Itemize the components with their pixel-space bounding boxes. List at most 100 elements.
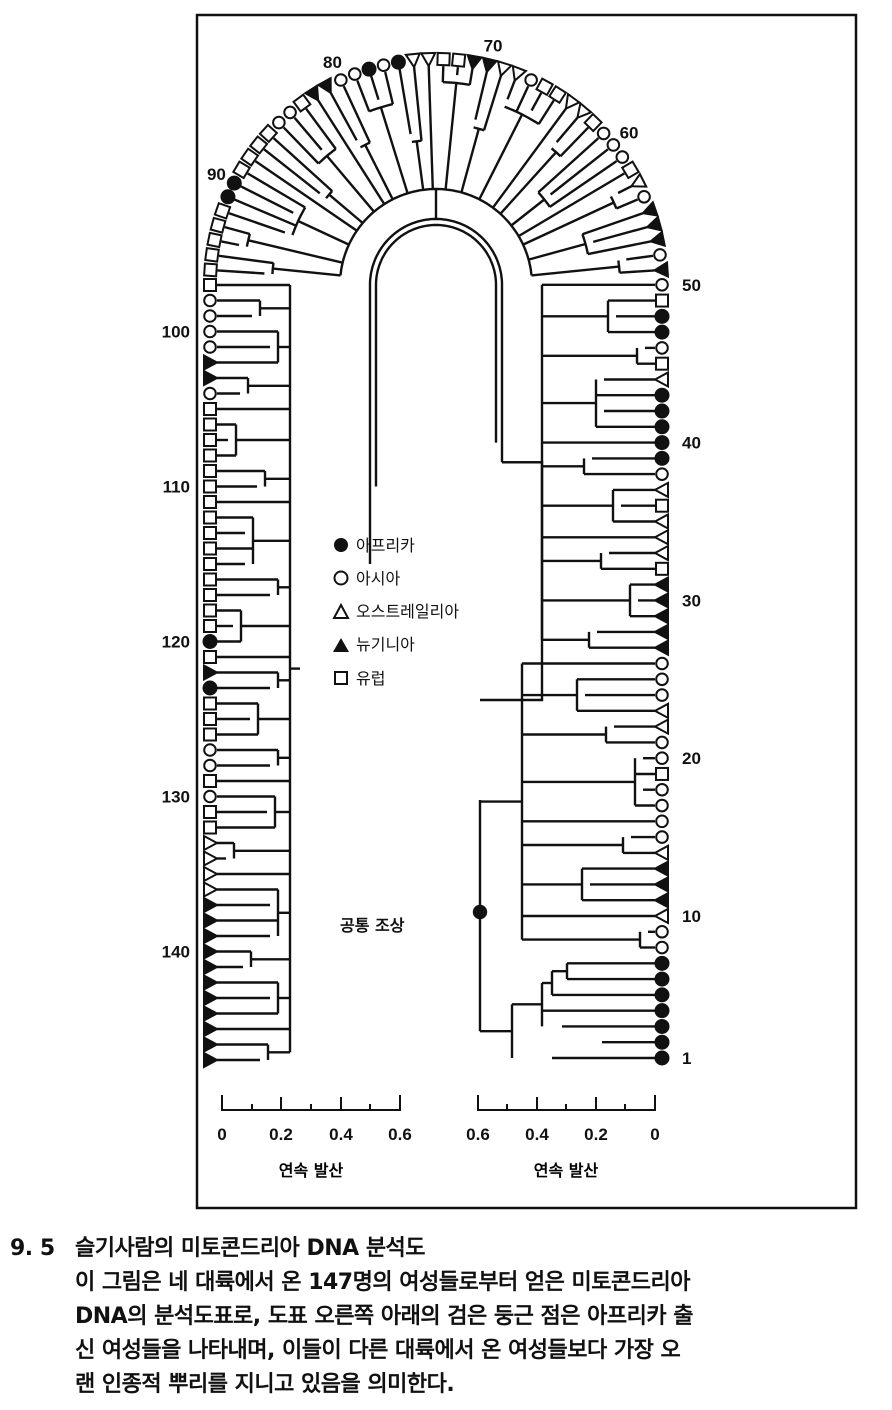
new-guinea-leaf-marker xyxy=(203,942,220,961)
branch xyxy=(263,148,321,195)
asia-leaf-marker xyxy=(606,138,621,152)
asia-leaf-marker xyxy=(203,324,217,339)
branch xyxy=(224,225,251,236)
asia-leaf-marker xyxy=(334,73,348,87)
branch xyxy=(282,126,320,165)
branch xyxy=(617,185,633,195)
right-axis-title: 연속 발산 xyxy=(534,1161,599,1180)
new-guinea-leaf-marker xyxy=(203,1051,220,1069)
branch xyxy=(480,461,544,702)
branch xyxy=(415,141,425,191)
europe-leaf-marker xyxy=(203,448,217,463)
new-guinea-leaf-marker xyxy=(652,575,669,594)
branch xyxy=(379,107,409,194)
australia-leaf-marker xyxy=(652,717,669,736)
left-axis xyxy=(221,1095,401,1111)
new-guinea-leaf-marker xyxy=(203,663,220,682)
europe-leaf-marker xyxy=(204,247,220,263)
legend-new-guinea-label: 뉴기니아 xyxy=(356,635,415,654)
leaf-number-label: 80 xyxy=(323,53,342,72)
branch xyxy=(297,219,350,246)
asia-leaf-marker xyxy=(655,672,669,687)
europe-leaf-marker xyxy=(231,160,252,180)
europe-leaf-marker xyxy=(203,603,217,618)
new-guinea-leaf-marker xyxy=(466,53,484,72)
leaf-number-label: 120 xyxy=(162,633,190,652)
africa-leaf-marker xyxy=(654,1050,670,1066)
new-guinea-leaf-marker xyxy=(652,891,669,909)
europe-leaf-marker xyxy=(203,712,217,726)
asia-leaf-marker xyxy=(203,309,217,323)
branch xyxy=(228,212,286,234)
africa-leaf-marker xyxy=(654,1003,670,1019)
branch xyxy=(528,242,586,261)
right-axis-tick-label: 0.2 xyxy=(584,1125,608,1144)
branch xyxy=(293,117,323,151)
europe-leaf-marker xyxy=(203,278,217,292)
branch xyxy=(239,185,294,214)
new-guinea-leaf-marker xyxy=(648,230,667,248)
left-axis-tick-label: 0.2 xyxy=(269,1125,293,1144)
legend-asia-label: 아시아 xyxy=(356,569,400,588)
australia-leaf-marker xyxy=(629,172,648,188)
leaf-number-label: 50 xyxy=(682,276,701,295)
legend-africa-label: 아프리카 xyxy=(356,536,415,555)
branch xyxy=(531,265,620,277)
europe-leaf-marker xyxy=(203,526,217,540)
new-guinea-leaf-marker xyxy=(316,76,332,95)
asia-leaf-marker xyxy=(524,73,538,87)
figure-frame xyxy=(195,13,858,1210)
australia-leaf-marker xyxy=(203,880,220,899)
legend-australia-icon xyxy=(332,602,350,619)
common-ancestor-label: 공통 조상 xyxy=(340,916,405,935)
europe-leaf-marker xyxy=(213,201,232,220)
australia-leaf-marker xyxy=(652,481,669,499)
branch xyxy=(455,66,460,76)
asia-leaf-marker xyxy=(203,386,217,401)
leaf-number-label: 70 xyxy=(484,37,503,56)
asia-leaf-marker xyxy=(283,105,297,120)
branch xyxy=(615,198,639,210)
europe-leaf-marker xyxy=(655,498,669,513)
leaf-number-label: 40 xyxy=(682,434,701,453)
africa-leaf-marker xyxy=(654,987,670,1003)
asia-leaf-marker xyxy=(203,789,217,804)
europe-leaf-marker xyxy=(203,572,217,587)
new-guinea-leaf-marker xyxy=(203,1020,220,1038)
branch xyxy=(619,269,655,274)
branch xyxy=(412,66,423,141)
caption-number: 9. 5 xyxy=(10,1236,55,1261)
asia-leaf-marker xyxy=(655,814,669,829)
new-guinea-leaf-marker xyxy=(652,639,669,657)
branch xyxy=(582,212,644,236)
legend-australia-label: 오스트레일리아 xyxy=(356,602,459,621)
legend-europe-icon xyxy=(334,671,348,685)
europe-leaf-marker xyxy=(292,93,312,113)
africa-leaf-marker xyxy=(390,54,406,70)
branch xyxy=(325,155,375,213)
branch xyxy=(384,71,395,105)
branch xyxy=(427,66,434,190)
australia-leaf-marker xyxy=(419,51,437,69)
branch xyxy=(522,201,615,246)
asia-leaf-marker xyxy=(655,782,669,797)
europe-leaf-marker xyxy=(203,417,217,432)
branch xyxy=(305,107,337,150)
europe-leaf-marker xyxy=(450,52,467,68)
caption-line: DNA의 분석도표로, 도표 오른쪽 아래의 검은 둥근 점은 아프리카 출 xyxy=(75,1304,694,1329)
new-guinea-leaf-marker xyxy=(203,989,220,1007)
legend-new-guinea-icon xyxy=(333,638,349,652)
branch xyxy=(592,225,648,244)
new-guinea-leaf-marker xyxy=(203,1004,220,1023)
new-guinea-leaf-marker xyxy=(640,200,659,217)
africa-leaf-marker xyxy=(654,324,670,340)
australia-leaf-marker xyxy=(652,702,669,720)
europe-leaf-marker xyxy=(203,541,217,556)
asia-leaf-marker xyxy=(203,340,217,354)
europe-leaf-marker xyxy=(203,495,217,509)
asia-leaf-marker xyxy=(653,248,667,262)
europe-leaf-marker xyxy=(203,464,217,478)
leaf-number-label: 60 xyxy=(620,124,639,143)
asia-leaf-marker xyxy=(655,924,669,939)
europe-leaf-marker xyxy=(655,766,669,781)
